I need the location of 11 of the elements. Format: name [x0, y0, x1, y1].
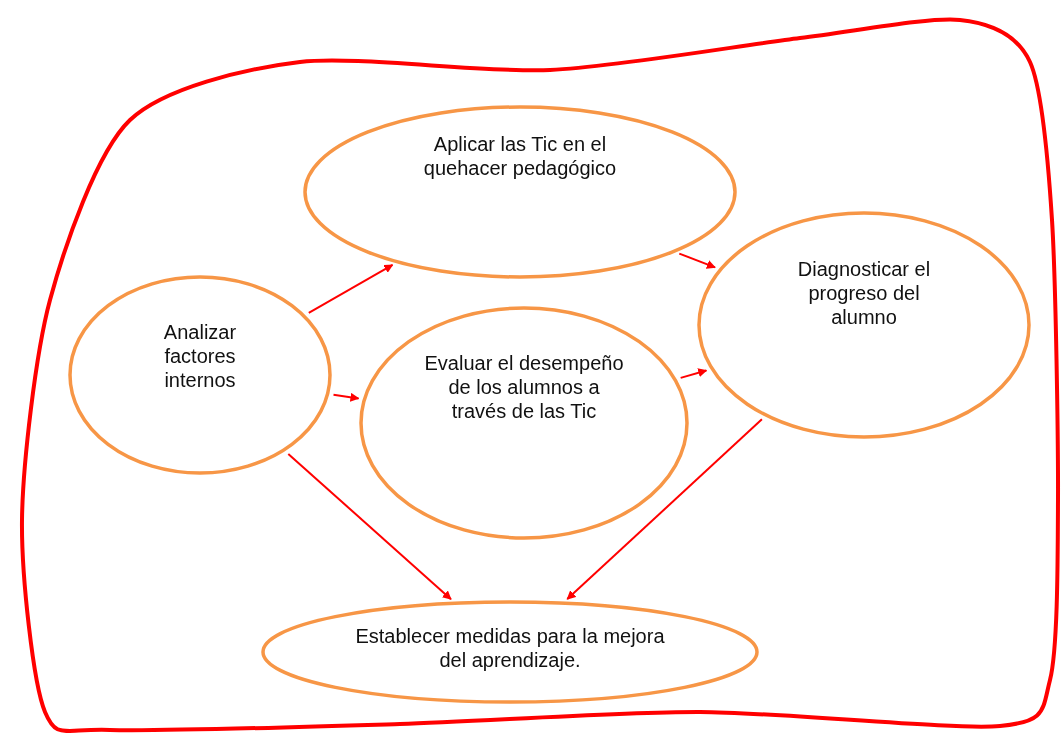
arrow: [566, 418, 763, 601]
node-text: Evaluar el desempeño de los alumnos a través de las Tic: [424, 351, 624, 423]
arrow: [678, 252, 717, 269]
node-text: Analizar factores internos: [162, 320, 238, 392]
arrow: [307, 263, 394, 314]
node-text: Establecer medidas para la mejora del aprendizaje.: [354, 624, 666, 672]
node-text: Aplicar las Tic en el quehacer pedagógico: [422, 132, 618, 180]
arrow: [332, 392, 360, 402]
node-text: Diagnosticar el progreso del alumno: [796, 257, 932, 329]
arrow: [287, 452, 452, 601]
arrow: [679, 368, 708, 379]
